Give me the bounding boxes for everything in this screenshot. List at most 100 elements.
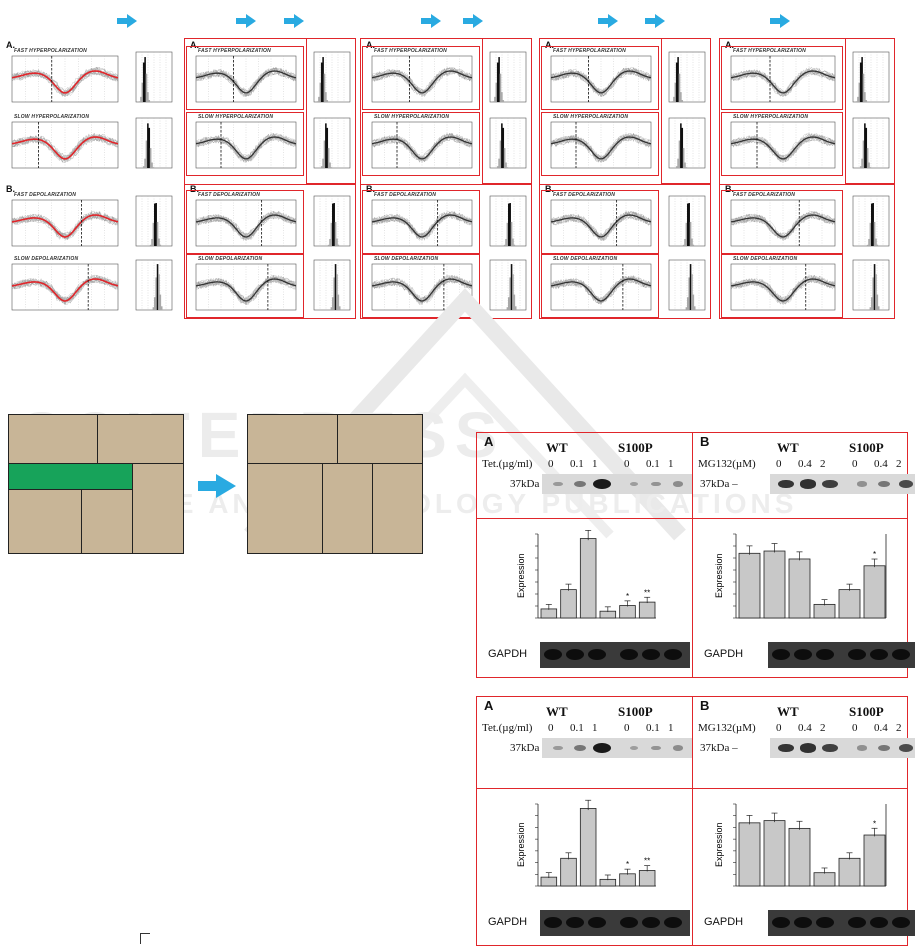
subplot-title: FAST HYPERPOLARIZATION xyxy=(198,48,271,54)
gapdh-band xyxy=(772,917,790,928)
arrow-right-icon xyxy=(645,14,665,28)
lane-value: 0 xyxy=(776,722,782,734)
expression-bar-chart: *Expression xyxy=(714,533,887,619)
blot-band xyxy=(822,743,838,753)
subplot-title: FAST DEPOLARIZATION xyxy=(374,192,437,198)
gapdh-band xyxy=(848,649,866,660)
red-outline-box xyxy=(186,46,304,110)
eeg-waveform-plot xyxy=(730,121,836,169)
blot-band xyxy=(651,745,661,751)
lane-value: 0.1 xyxy=(570,722,584,734)
subplot-title: SLOW HYPERPOLARIZATION xyxy=(733,114,809,120)
y-axis-label: Expression xyxy=(516,822,526,867)
red-outline-box xyxy=(306,38,356,184)
blot-band xyxy=(574,744,586,752)
expression-bar xyxy=(763,550,786,619)
overline-mark xyxy=(140,934,141,944)
kda-marker: 37kDa – xyxy=(700,742,738,754)
mg132-label: MG132(µM) xyxy=(698,458,756,470)
eeg-waveform-plot xyxy=(195,55,297,103)
blot-band xyxy=(878,744,890,752)
group-label-s100p: S100P xyxy=(618,440,653,455)
tile xyxy=(132,463,184,554)
lane-value: 1 xyxy=(592,458,598,470)
gapdh-label: GAPDH xyxy=(704,916,744,928)
group-label-wt: WT xyxy=(777,440,799,455)
subplot-title: SLOW DEPOLARIZATION xyxy=(14,256,79,262)
red-outline-box xyxy=(692,788,908,946)
mode-histogram xyxy=(489,117,527,169)
lane-value: 0 xyxy=(776,458,782,470)
expression-bar xyxy=(599,878,617,887)
lane-value: 0 xyxy=(852,458,858,470)
red-outline-box xyxy=(721,112,843,176)
subplot-title: SLOW DEPOLARIZATION xyxy=(553,256,618,262)
eeg-waveform-plot xyxy=(371,55,473,103)
panel-label-a: A. xyxy=(725,40,734,50)
gapdh-label: GAPDH xyxy=(488,916,528,928)
expression-bar xyxy=(788,558,811,619)
gapdh-band xyxy=(620,649,638,660)
gapdh-band xyxy=(848,917,866,928)
mode-histogram xyxy=(668,117,706,169)
gapdh-label: GAPDH xyxy=(704,648,744,660)
eeg-waveform-plot xyxy=(550,199,652,247)
mode-histogram xyxy=(852,259,890,311)
red-outline-box xyxy=(186,112,304,176)
panel-label-b: B. xyxy=(6,184,15,194)
y-axis-label: Expression xyxy=(516,553,526,598)
expression-bar xyxy=(813,603,836,619)
gapdh-band xyxy=(892,917,910,928)
tile xyxy=(8,489,82,554)
expression-bar xyxy=(619,605,636,619)
lane-value: 2 xyxy=(820,458,826,470)
group-label-wt: WT xyxy=(546,704,568,719)
red-outline-box xyxy=(721,46,843,110)
eeg-waveform-plot xyxy=(195,199,297,247)
tile-highlighted xyxy=(8,463,133,490)
subplot-title: FAST DEPOLARIZATION xyxy=(553,192,616,198)
group-label-s100p: S100P xyxy=(849,440,884,455)
lane-value: 0 xyxy=(624,458,630,470)
mode-histogram xyxy=(313,195,351,247)
subplot-title: FAST DEPOLARIZATION xyxy=(733,192,796,198)
mode-histogram xyxy=(135,117,173,169)
eeg-waveform-plot xyxy=(550,55,652,103)
eeg-waveform-plot xyxy=(371,121,473,169)
arrow-right-icon xyxy=(770,14,790,28)
lane-value: 0 xyxy=(624,722,630,734)
lane-value: 1 xyxy=(668,722,674,734)
eeg-waveform-plot xyxy=(730,263,836,311)
red-outline-box xyxy=(721,190,843,254)
y-axis-label: Expression xyxy=(714,822,724,867)
expression-bar xyxy=(738,552,761,619)
mode-histogram xyxy=(489,259,527,311)
panel-label-a: A xyxy=(484,434,494,449)
expression-bar xyxy=(619,873,636,887)
gapdh-label: GAPDH xyxy=(488,648,528,660)
group-label-s100p: S100P xyxy=(618,704,653,719)
blot-band xyxy=(777,743,795,753)
blot-band xyxy=(593,743,611,753)
gapdh-band xyxy=(892,649,910,660)
blot-band xyxy=(898,744,914,752)
expression-bar xyxy=(560,589,577,619)
arrow-right-icon xyxy=(598,14,618,28)
gapdh-band xyxy=(794,917,812,928)
mode-histogram xyxy=(313,117,351,169)
red-outline-box xyxy=(482,38,532,184)
panel-label-a: A. xyxy=(545,40,554,50)
lane-value: 0.4 xyxy=(874,722,888,734)
lane-value: 0.4 xyxy=(798,722,812,734)
expression-bar xyxy=(838,857,861,887)
red-outline-box xyxy=(362,190,480,254)
eeg-waveform-plot xyxy=(11,263,119,311)
significance-mark: * xyxy=(873,550,876,559)
panel-label-a: A. xyxy=(6,40,15,50)
tile xyxy=(81,489,133,554)
red-outline-box xyxy=(362,254,480,318)
red-outline-box xyxy=(692,518,908,678)
gapdh-band xyxy=(642,649,660,660)
